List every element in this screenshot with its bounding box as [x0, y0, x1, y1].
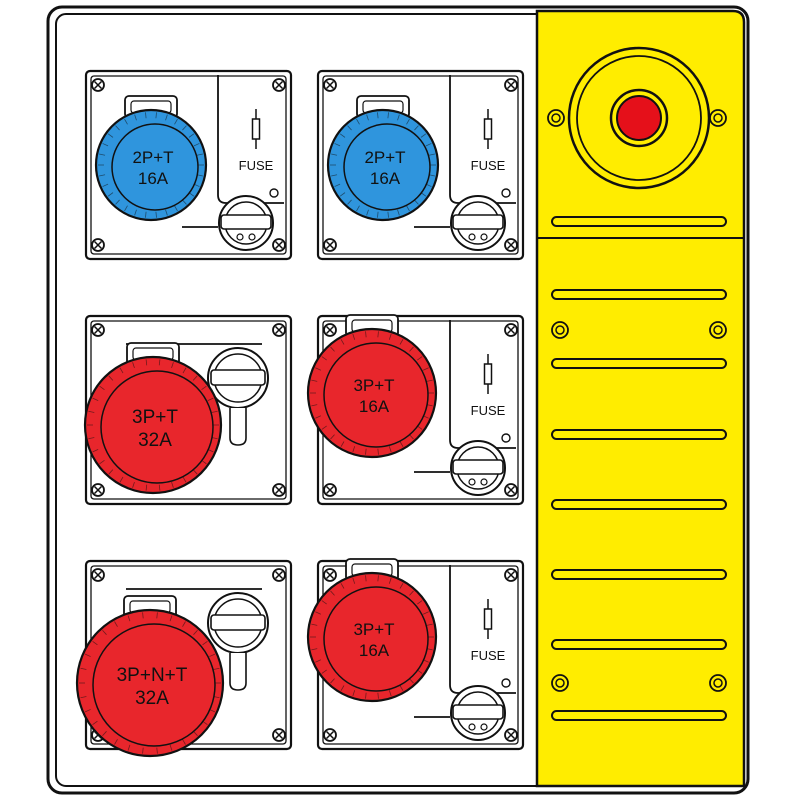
fuse-compartment	[449, 75, 516, 204]
vent-slot	[551, 639, 727, 650]
vent-slot	[551, 358, 727, 369]
small-screw	[501, 188, 511, 198]
screw-icon	[709, 321, 727, 339]
socket-label-bottom: 16A	[359, 397, 390, 416]
screw-icon	[272, 323, 286, 337]
fuse-label: FUSE	[239, 158, 274, 173]
fuse-icon	[483, 354, 493, 394]
socket-red[interactable]	[306, 314, 438, 459]
fuse-icon	[483, 599, 493, 639]
socket-red[interactable]	[306, 558, 438, 703]
small-screw	[501, 678, 511, 688]
screw-icon	[323, 568, 337, 582]
small-screw	[501, 433, 511, 443]
screw-icon	[504, 323, 518, 337]
socket-label-bottom: 16A	[138, 169, 169, 188]
emergency-stop-icon[interactable]	[567, 46, 711, 190]
yellow-panel	[535, 9, 746, 788]
vent-slot	[551, 216, 727, 227]
screw-icon	[272, 78, 286, 92]
unit-plate-inner	[322, 75, 519, 255]
screw-icon	[709, 109, 727, 127]
fuse-label: FUSE	[471, 648, 506, 663]
vent-slot	[551, 569, 727, 580]
socket-label-top: 2P+T	[132, 148, 173, 167]
socket-label-top: 3P+T	[353, 376, 394, 395]
screw-icon	[323, 78, 337, 92]
rotary-switch-icon[interactable]	[207, 592, 269, 654]
screw-icon	[323, 728, 337, 742]
switch-lever	[229, 408, 247, 446]
screw-icon	[323, 323, 337, 337]
rotary-switch-icon[interactable]	[218, 195, 274, 251]
unit-plate-inner	[90, 75, 287, 255]
vent-slot	[551, 710, 727, 721]
rotary-switch-icon[interactable]	[450, 440, 506, 496]
rotary-switch-icon[interactable]	[450, 195, 506, 251]
socket-red[interactable]	[75, 595, 225, 758]
vent-slot	[551, 429, 727, 440]
socket-red[interactable]	[83, 342, 223, 495]
yellow-panel-body	[535, 9, 746, 788]
screw-icon	[504, 78, 518, 92]
switch-lever	[229, 653, 247, 691]
fuse-compartment	[449, 565, 516, 694]
fuse-compartment	[449, 320, 516, 449]
screw-icon	[504, 483, 518, 497]
socket-unit-u1: FUSE 2P+T 16A	[84, 69, 293, 261]
socket-blue[interactable]	[94, 95, 208, 222]
socket-label-bottom: 16A	[359, 641, 390, 660]
socket-label-top: 3P+T	[353, 620, 394, 639]
socket-unit-u2: FUSE 2P+T 16A	[316, 69, 525, 261]
vent-slot	[551, 289, 727, 300]
fuse-icon	[251, 109, 261, 149]
screw-icon	[91, 238, 105, 252]
screw-icon	[272, 568, 286, 582]
fuse-compartment	[217, 75, 284, 204]
screw-icon	[272, 483, 286, 497]
rotary-switch-icon[interactable]	[207, 347, 269, 409]
socket-label-top: 3P+T	[132, 407, 178, 428]
small-screw	[269, 188, 279, 198]
socket-label-bottom: 16A	[370, 169, 401, 188]
screw-icon	[551, 674, 569, 692]
screw-icon	[323, 483, 337, 497]
screw-icon	[547, 109, 565, 127]
screw-icon	[709, 674, 727, 692]
fuse-label: FUSE	[471, 403, 506, 418]
socket-label-bottom: 32A	[138, 430, 172, 451]
screw-icon	[504, 568, 518, 582]
screw-icon	[272, 728, 286, 742]
screw-icon	[91, 78, 105, 92]
screw-icon	[551, 321, 569, 339]
socket-unit-u4: FUSE 3P+T 16A	[306, 314, 525, 506]
screw-icon	[504, 238, 518, 252]
fuse-icon	[483, 109, 493, 149]
screw-icon	[91, 568, 105, 582]
socket-units: FUSE2P+T16AFUSE2P+T16A3P+T32AFUSE3P+T16A…	[75, 69, 525, 758]
socket-unit-u6: FUSE 3P+T 16A	[306, 558, 525, 751]
socket-label-top: 3P+N+T	[117, 665, 188, 686]
screw-icon	[272, 238, 286, 252]
rotary-switch-icon[interactable]	[450, 685, 506, 741]
screw-icon	[323, 238, 337, 252]
screw-icon	[91, 483, 105, 497]
socket-blue[interactable]	[326, 95, 440, 222]
socket-label-bottom: 32A	[135, 688, 169, 709]
fuse-label: FUSE	[471, 158, 506, 173]
vent-slot	[551, 499, 727, 510]
screw-icon	[504, 728, 518, 742]
screw-icon	[91, 323, 105, 337]
socket-label-top: 2P+T	[364, 148, 405, 167]
